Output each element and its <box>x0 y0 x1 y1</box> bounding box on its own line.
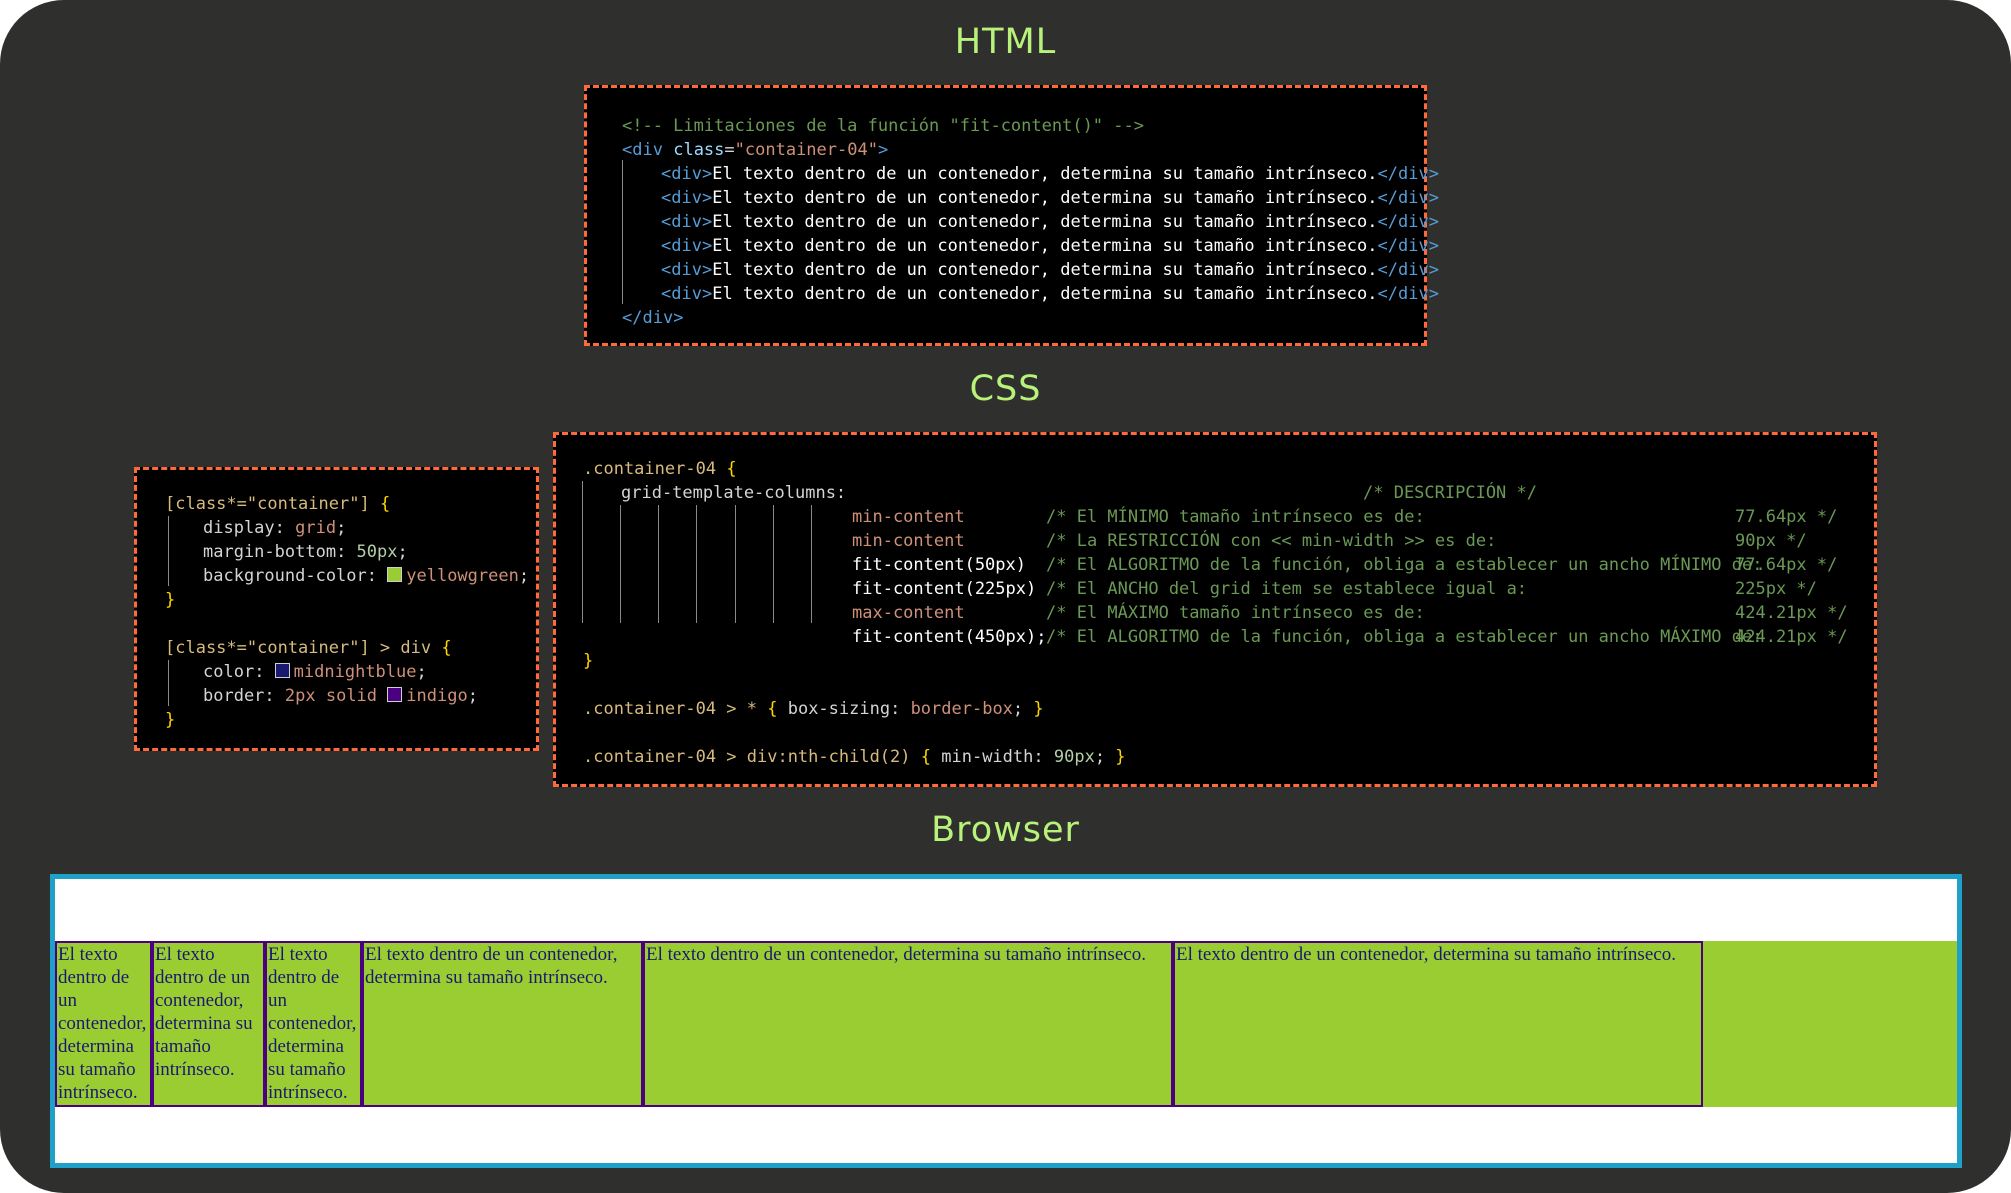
code-line: color: midnightblue; <box>203 662 427 682</box>
track-value: fit-content(225px) <box>852 579 1037 599</box>
code-line: .container-04 > * { box-sizing: border-b… <box>583 699 1044 719</box>
track-value: fit-content(50px) <box>852 555 1026 575</box>
track-comment: /* El MÍNIMO tamaño intrínseco es de: <box>1046 507 1425 527</box>
code-line: margin-bottom: 50px; <box>203 542 408 562</box>
code-line: <!-- Limitaciones de la función "fit-con… <box>622 114 1144 138</box>
track-value: fit-content(450px); <box>852 627 1047 647</box>
code-line: <div>El texto dentro de un contenedor, d… <box>661 260 1439 280</box>
code-line: <div>El texto dentro de un contenedor, d… <box>661 284 1439 304</box>
code-line: </div> <box>622 308 684 328</box>
track-value: min-content <box>852 531 965 551</box>
code-line: .container-04 { <box>583 459 737 479</box>
code-line: [class*="container"] > div { <box>165 638 452 658</box>
track-result: 424.21px */ <box>1735 603 1848 623</box>
indent-guide <box>582 481 583 623</box>
track-comment: /* El ALGORITMO de la función, obliga a … <box>1046 555 1763 575</box>
track-result: 225px */ <box>1735 579 1817 599</box>
html-heading: HTML <box>954 22 1057 62</box>
track-result: 424.21px */ <box>1735 627 1848 647</box>
track-value: min-content <box>852 507 965 527</box>
indent-guide <box>773 505 774 623</box>
code-comment: <!-- Limitaciones de la función "fit-con… <box>622 116 1144 136</box>
code-line: .container-04 > div:nth-child(2) { min-w… <box>583 747 1126 767</box>
track-comment: /* El MÁXIMO tamaño intrínseco es de: <box>1046 603 1425 623</box>
indent-guide <box>622 160 623 304</box>
track-result: 77.64px */ <box>1735 507 1838 527</box>
track-result: 90px */ <box>1735 531 1807 551</box>
browser-heading: Browser <box>931 810 1080 850</box>
indent-guide <box>168 660 169 706</box>
code-line: } <box>583 651 594 671</box>
code-line: border: 2px solid indigo; <box>203 686 478 706</box>
code-line: <div>El texto dentro de un contenedor, d… <box>661 236 1439 256</box>
midnightblue-swatch-icon <box>274 663 290 678</box>
grid-item: El texto dentro de un contenedor, determ… <box>362 941 643 1107</box>
indent-guide <box>696 505 697 623</box>
code-line: <div>El texto dentro de un contenedor, d… <box>661 188 1439 208</box>
css-grid-panel: .container-04 { grid-template-columns: /… <box>553 432 1877 787</box>
browser-viewport: El texto dentro de un contenedor, determ… <box>50 874 1962 1168</box>
indent-guide <box>811 505 812 623</box>
indigo-swatch-icon <box>387 687 403 702</box>
code-line: } <box>165 710 176 730</box>
track-comment: /* El ANCHO del grid item se establece i… <box>1046 579 1528 599</box>
track-result: 77.64px */ <box>1735 555 1838 575</box>
grid-item: El texto dentro de un contenedor, determ… <box>152 941 265 1107</box>
grid-item: El texto dentro de un contenedor, determ… <box>1173 941 1703 1107</box>
yellowgreen-swatch-icon <box>387 567 403 582</box>
css-base-panel: [class*="container"] { display: grid; ma… <box>134 467 539 751</box>
code-line: <div>El texto dentro de un contenedor, d… <box>661 164 1439 184</box>
grid-item: El texto dentro de un contenedor, determ… <box>55 941 152 1107</box>
grid-item: El texto dentro de un contenedor, determ… <box>265 941 362 1107</box>
code-line: } <box>165 590 176 610</box>
code-line: grid-template-columns: <box>621 483 847 503</box>
track-comment: /* El ALGORITMO de la función, obliga a … <box>1046 627 1763 647</box>
css-heading: CSS <box>969 369 1042 409</box>
code-line: <div class="container-04"> <box>622 140 889 160</box>
grid-container: El texto dentro de un contenedor, determ… <box>55 941 1957 1107</box>
code-line: /* DESCRIPCIÓN */ <box>1363 483 1537 503</box>
code-line: display: grid; <box>203 518 347 538</box>
track-comment: /* La RESTRICCIÓN con << min-width >> es… <box>1046 531 1497 551</box>
grid-item: El texto dentro de un contenedor, determ… <box>643 941 1173 1107</box>
code-line: [class*="container"] { <box>165 494 391 514</box>
code-line: background-color: yellowgreen; <box>203 566 530 586</box>
indent-guide <box>735 505 736 623</box>
code-line: <div>El texto dentro de un contenedor, d… <box>661 212 1439 232</box>
indent-guide <box>620 505 621 623</box>
indent-guide <box>168 516 169 586</box>
html-code-panel: <!-- Limitaciones de la función "fit-con… <box>584 85 1439 346</box>
track-value: max-content <box>852 603 965 623</box>
indent-guide <box>658 505 659 623</box>
